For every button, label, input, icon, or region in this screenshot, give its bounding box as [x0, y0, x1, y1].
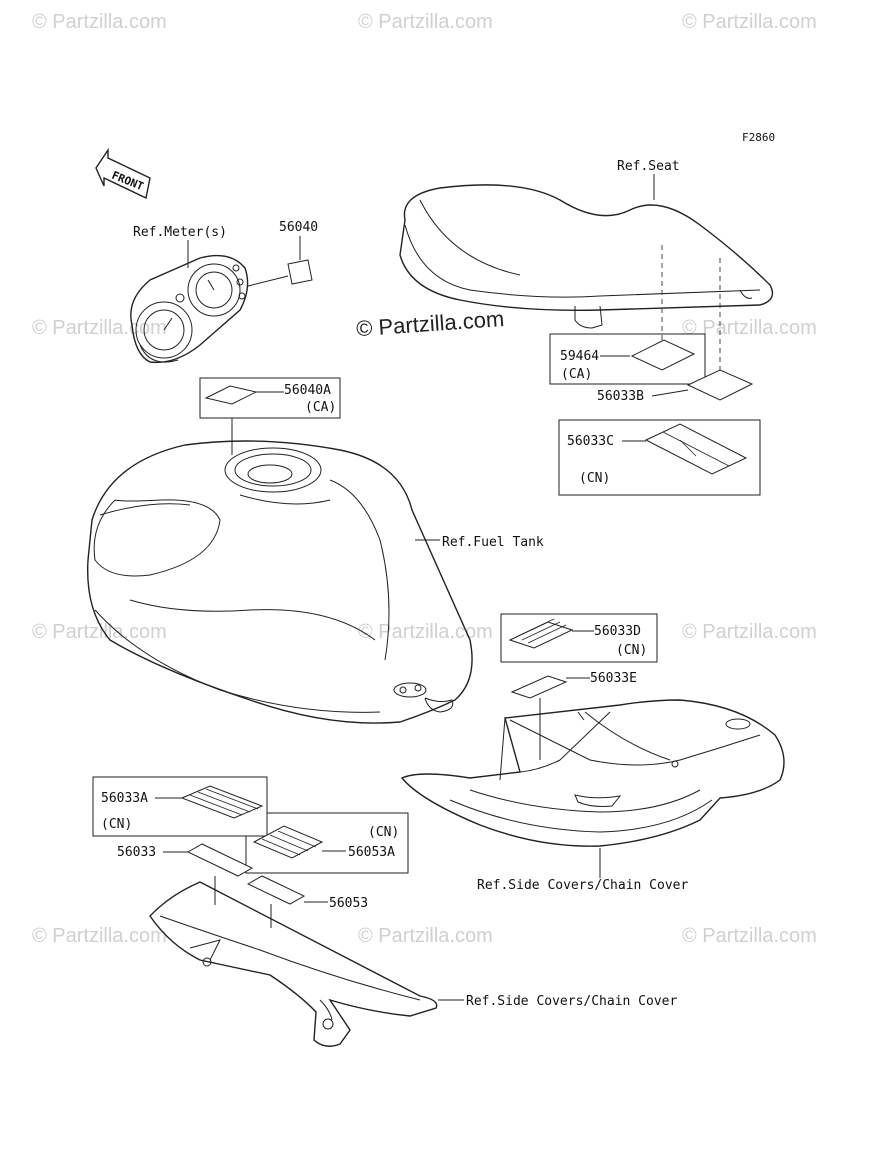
leader-line — [247, 275, 289, 287]
decal-56053A — [252, 825, 324, 859]
side-covers-illustration — [400, 699, 785, 847]
watermark-text: © Partzilla.com — [358, 925, 493, 947]
label-note-56033D: (CN) — [616, 643, 647, 658]
decal-56040 — [287, 259, 313, 285]
watermark-text: © Partzilla.com — [358, 621, 493, 643]
diagram-code: F2860 — [742, 131, 775, 144]
callout-box-56040A — [199, 377, 341, 419]
label-part-56033C: 56033C — [567, 434, 614, 449]
label-ref-meter: Ref.Meter(s) — [133, 225, 227, 240]
decal-59464 — [630, 339, 696, 371]
label-part-56033D: 56033D — [594, 624, 641, 639]
watermark-text: © Partzilla.com — [32, 925, 167, 947]
label-note-56033A: (CN) — [101, 817, 132, 832]
label-part-56033A: 56033A — [101, 791, 148, 806]
callout-box-59464 — [549, 333, 706, 385]
label-part-56033: 56033 — [117, 845, 156, 860]
callout-box-56033A — [92, 776, 268, 837]
decal-56033B — [686, 369, 754, 401]
label-part-56040: 56040 — [279, 220, 318, 235]
decal-56040A — [204, 385, 258, 405]
watermark-text: © Partzilla.com — [32, 11, 167, 33]
label-note-59464: (CA) — [561, 367, 592, 382]
label-part-56053A: 56053A — [348, 845, 395, 860]
watermark-text: © Partzilla.com — [32, 621, 167, 643]
label-ref-side-covers-2: Ref.Side Covers/Chain Cover — [466, 994, 677, 1009]
label-part-56033B: 56033B — [597, 389, 644, 404]
watermark-text: © Partzilla.com — [682, 621, 817, 643]
label-note-56040A: (CA) — [305, 400, 336, 415]
decal-56033A — [180, 785, 264, 819]
label-part-56033E: 56033E — [590, 671, 637, 686]
label-part-56053: 56053 — [329, 896, 368, 911]
fuel-tank-illustration — [86, 440, 473, 724]
callout-box-56033C — [558, 419, 761, 496]
label-ref-fuel-tank: Ref.Fuel Tank — [442, 535, 544, 550]
decal-56033E — [510, 675, 568, 699]
brand-watermark: © Partzilla.com — [355, 306, 505, 341]
seat-illustration — [399, 184, 774, 329]
chain-cover-illustration — [149, 881, 438, 1047]
decal-56033 — [186, 843, 254, 877]
label-part-56040A: 56040A — [284, 383, 331, 398]
decal-56053 — [246, 875, 306, 905]
watermark-text: © Partzilla.com — [682, 925, 817, 947]
label-part-59464: 59464 — [560, 349, 599, 364]
watermark-layer: © Partzilla.com © Partzilla.com © Partzi… — [32, 11, 817, 947]
label-ref-side-covers-1: Ref.Side Covers/Chain Cover — [477, 878, 688, 893]
label-note-56033C: (CN) — [579, 471, 610, 486]
front-arrow-icon: FRONT — [95, 147, 151, 200]
meter-illustration — [130, 254, 249, 364]
watermark-text: © Partzilla.com — [682, 317, 817, 339]
label-note-56053A: (CN) — [368, 825, 399, 840]
label-ref-seat: Ref.Seat — [617, 159, 680, 174]
leader-line — [651, 389, 689, 397]
watermark-text: © Partzilla.com — [358, 11, 493, 33]
watermark-text: © Partzilla.com — [682, 11, 817, 33]
callout-box-56033D — [500, 613, 658, 663]
